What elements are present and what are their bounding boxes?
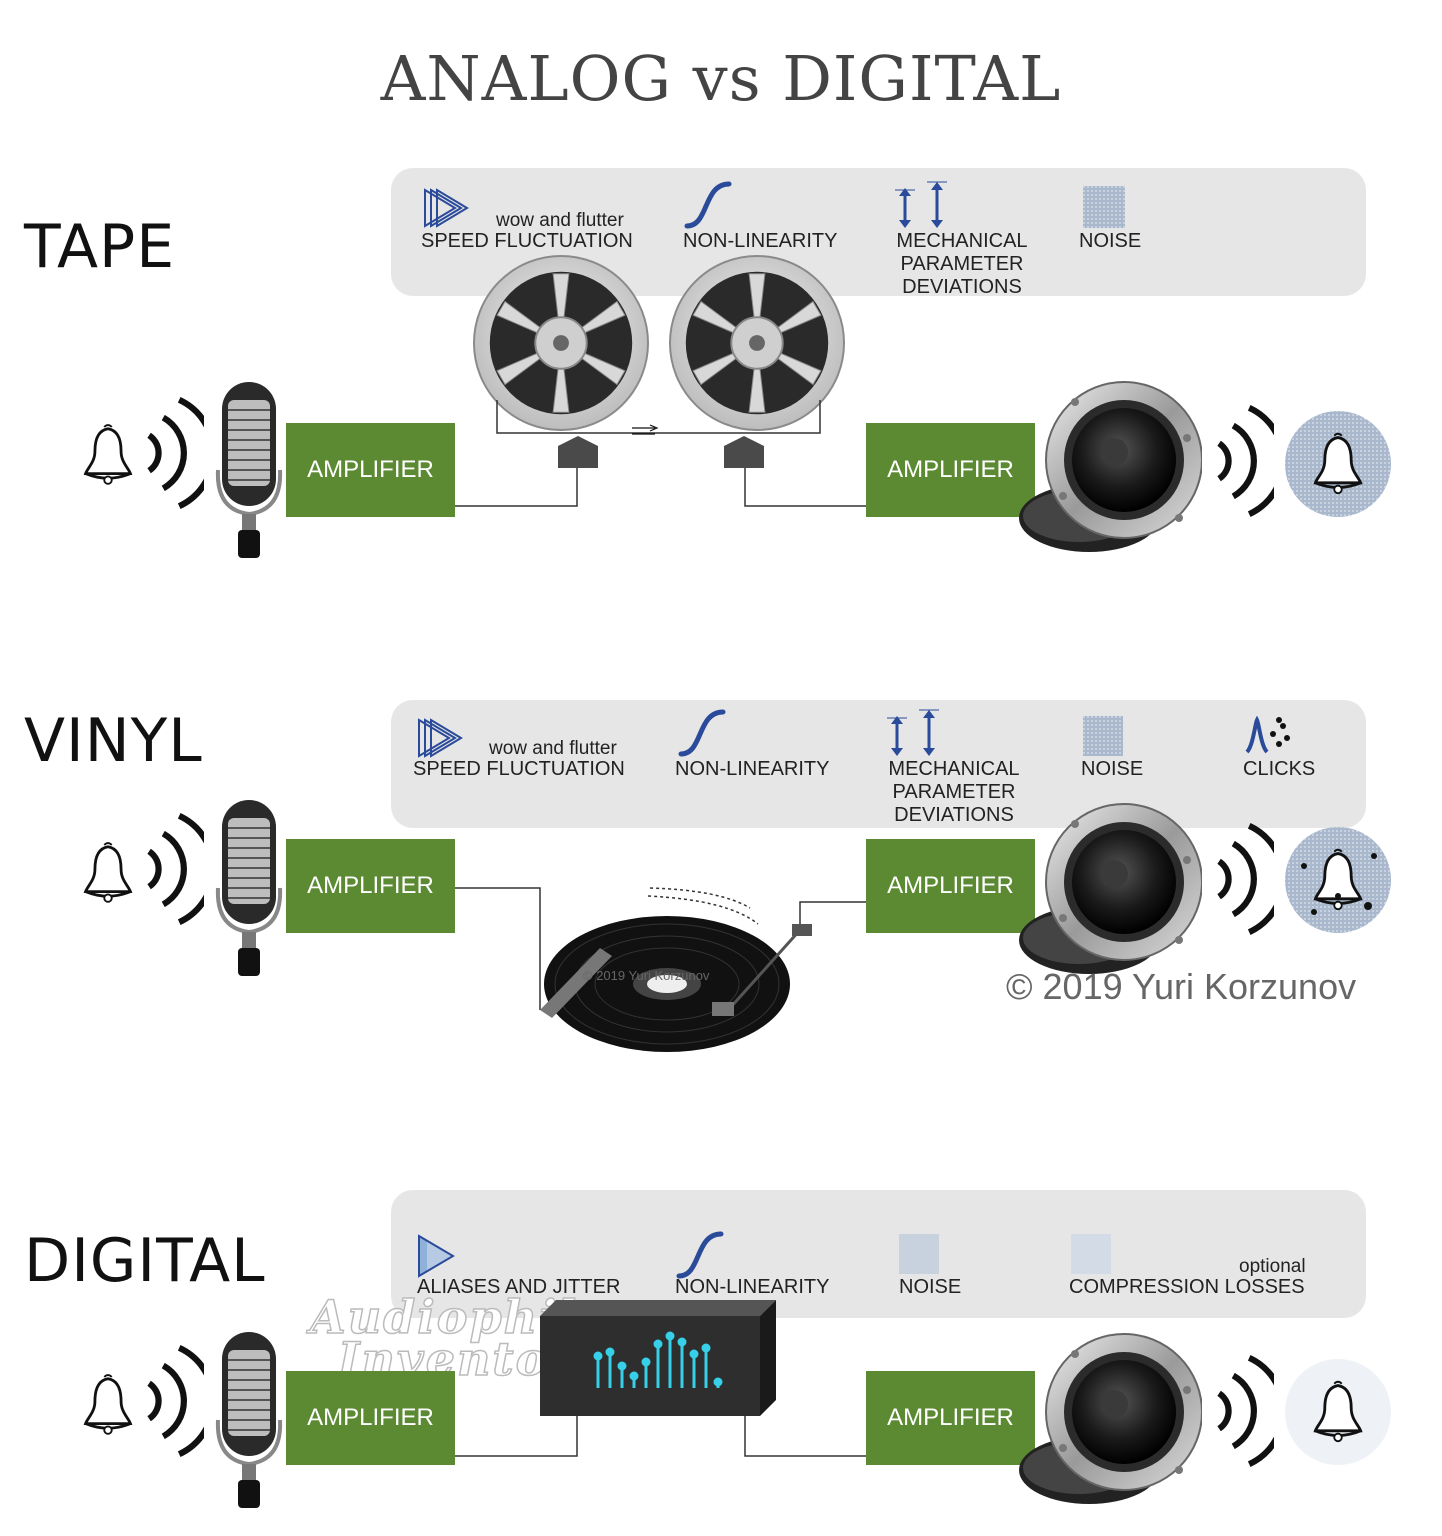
tape-section-title: TAPE xyxy=(24,212,176,282)
vinyl-section-title: VINYL xyxy=(24,706,203,776)
digital-compression-sub: optional xyxy=(1239,1256,1306,1277)
digital-output-amplifier: AMPLIFIER xyxy=(866,1371,1035,1465)
microphone-icon xyxy=(214,1330,284,1510)
tape-speed-sub: wow and flutter xyxy=(496,210,624,231)
vinyl-clicks-label: CLICKS xyxy=(1243,758,1316,780)
digital-section-title: DIGITAL xyxy=(24,1226,266,1296)
digital-noise-label: NOISE xyxy=(899,1276,962,1298)
noise-icon xyxy=(1083,186,1125,228)
tape-nonlin-label: NON-LINEARITY xyxy=(683,230,838,252)
vinyl-factors-panel: wow and flutter SPEED FLUCTUATION NON-LI… xyxy=(391,700,1366,828)
tape-mech-label: MECHANICAL PARAMETER DEVIATIONS xyxy=(896,230,1028,298)
vinyl-noise-label: NOISE xyxy=(1081,758,1144,780)
vinyl-speed-label: SPEED FLUCTUATION xyxy=(413,758,625,780)
noise-icon xyxy=(1083,716,1123,756)
vinyl-input-amplifier: AMPLIFIER xyxy=(286,839,455,933)
tape-output-amplifier: AMPLIFIER xyxy=(866,423,1035,517)
clean-bell-output-icon xyxy=(1285,1359,1391,1465)
record-watermark: © 2019 Yuri Korzunov xyxy=(583,968,710,983)
page-title: ANALOG vs DIGITAL xyxy=(380,42,1062,115)
sound-waves-out-icon xyxy=(1212,1346,1274,1476)
sound-waves-icon xyxy=(142,1336,204,1466)
digital-compression-label: COMPRESSION LOSSES xyxy=(1069,1276,1305,1298)
vinyl-speed-sub: wow and flutter xyxy=(489,738,617,759)
digital-factors-panel: ALIASES AND JITTER NON-LINEARITY NOISE o… xyxy=(391,1190,1366,1318)
vinyl-output-amplifier: AMPLIFIER xyxy=(866,839,1035,933)
vinyl-nonlin-label: NON-LINEARITY xyxy=(675,758,830,780)
digital-nonlin-label: NON-LINEARITY xyxy=(675,1276,830,1298)
copyright-notice: © 2019 Yuri Korzunov xyxy=(1006,966,1357,1007)
tape-factors-panel: wow and flutter SPEED FLUCTUATION NON-LI… xyxy=(391,168,1366,298)
digital-input-amplifier: AMPLIFIER xyxy=(286,1371,455,1465)
noisy-bell-output-icon xyxy=(1285,411,1391,517)
tape-noise-label: NOISE xyxy=(1079,230,1142,252)
digital-aliases-label: ALIASES AND JITTER xyxy=(417,1276,621,1298)
vinyl-mech-label: MECHANICAL PARAMETER DEVIATIONS xyxy=(888,758,1020,826)
loudspeaker-icon xyxy=(1016,1330,1202,1510)
compression-icon xyxy=(1071,1234,1111,1274)
tape-input-amplifier: AMPLIFIER xyxy=(286,423,455,517)
noise-icon xyxy=(899,1234,939,1274)
digital-sample-bars-icon xyxy=(593,1331,723,1388)
bell-icon xyxy=(80,1368,136,1440)
tape-speed-label: SPEED FLUCTUATION xyxy=(421,230,633,252)
clicky-bell-output-icon xyxy=(1285,827,1391,933)
